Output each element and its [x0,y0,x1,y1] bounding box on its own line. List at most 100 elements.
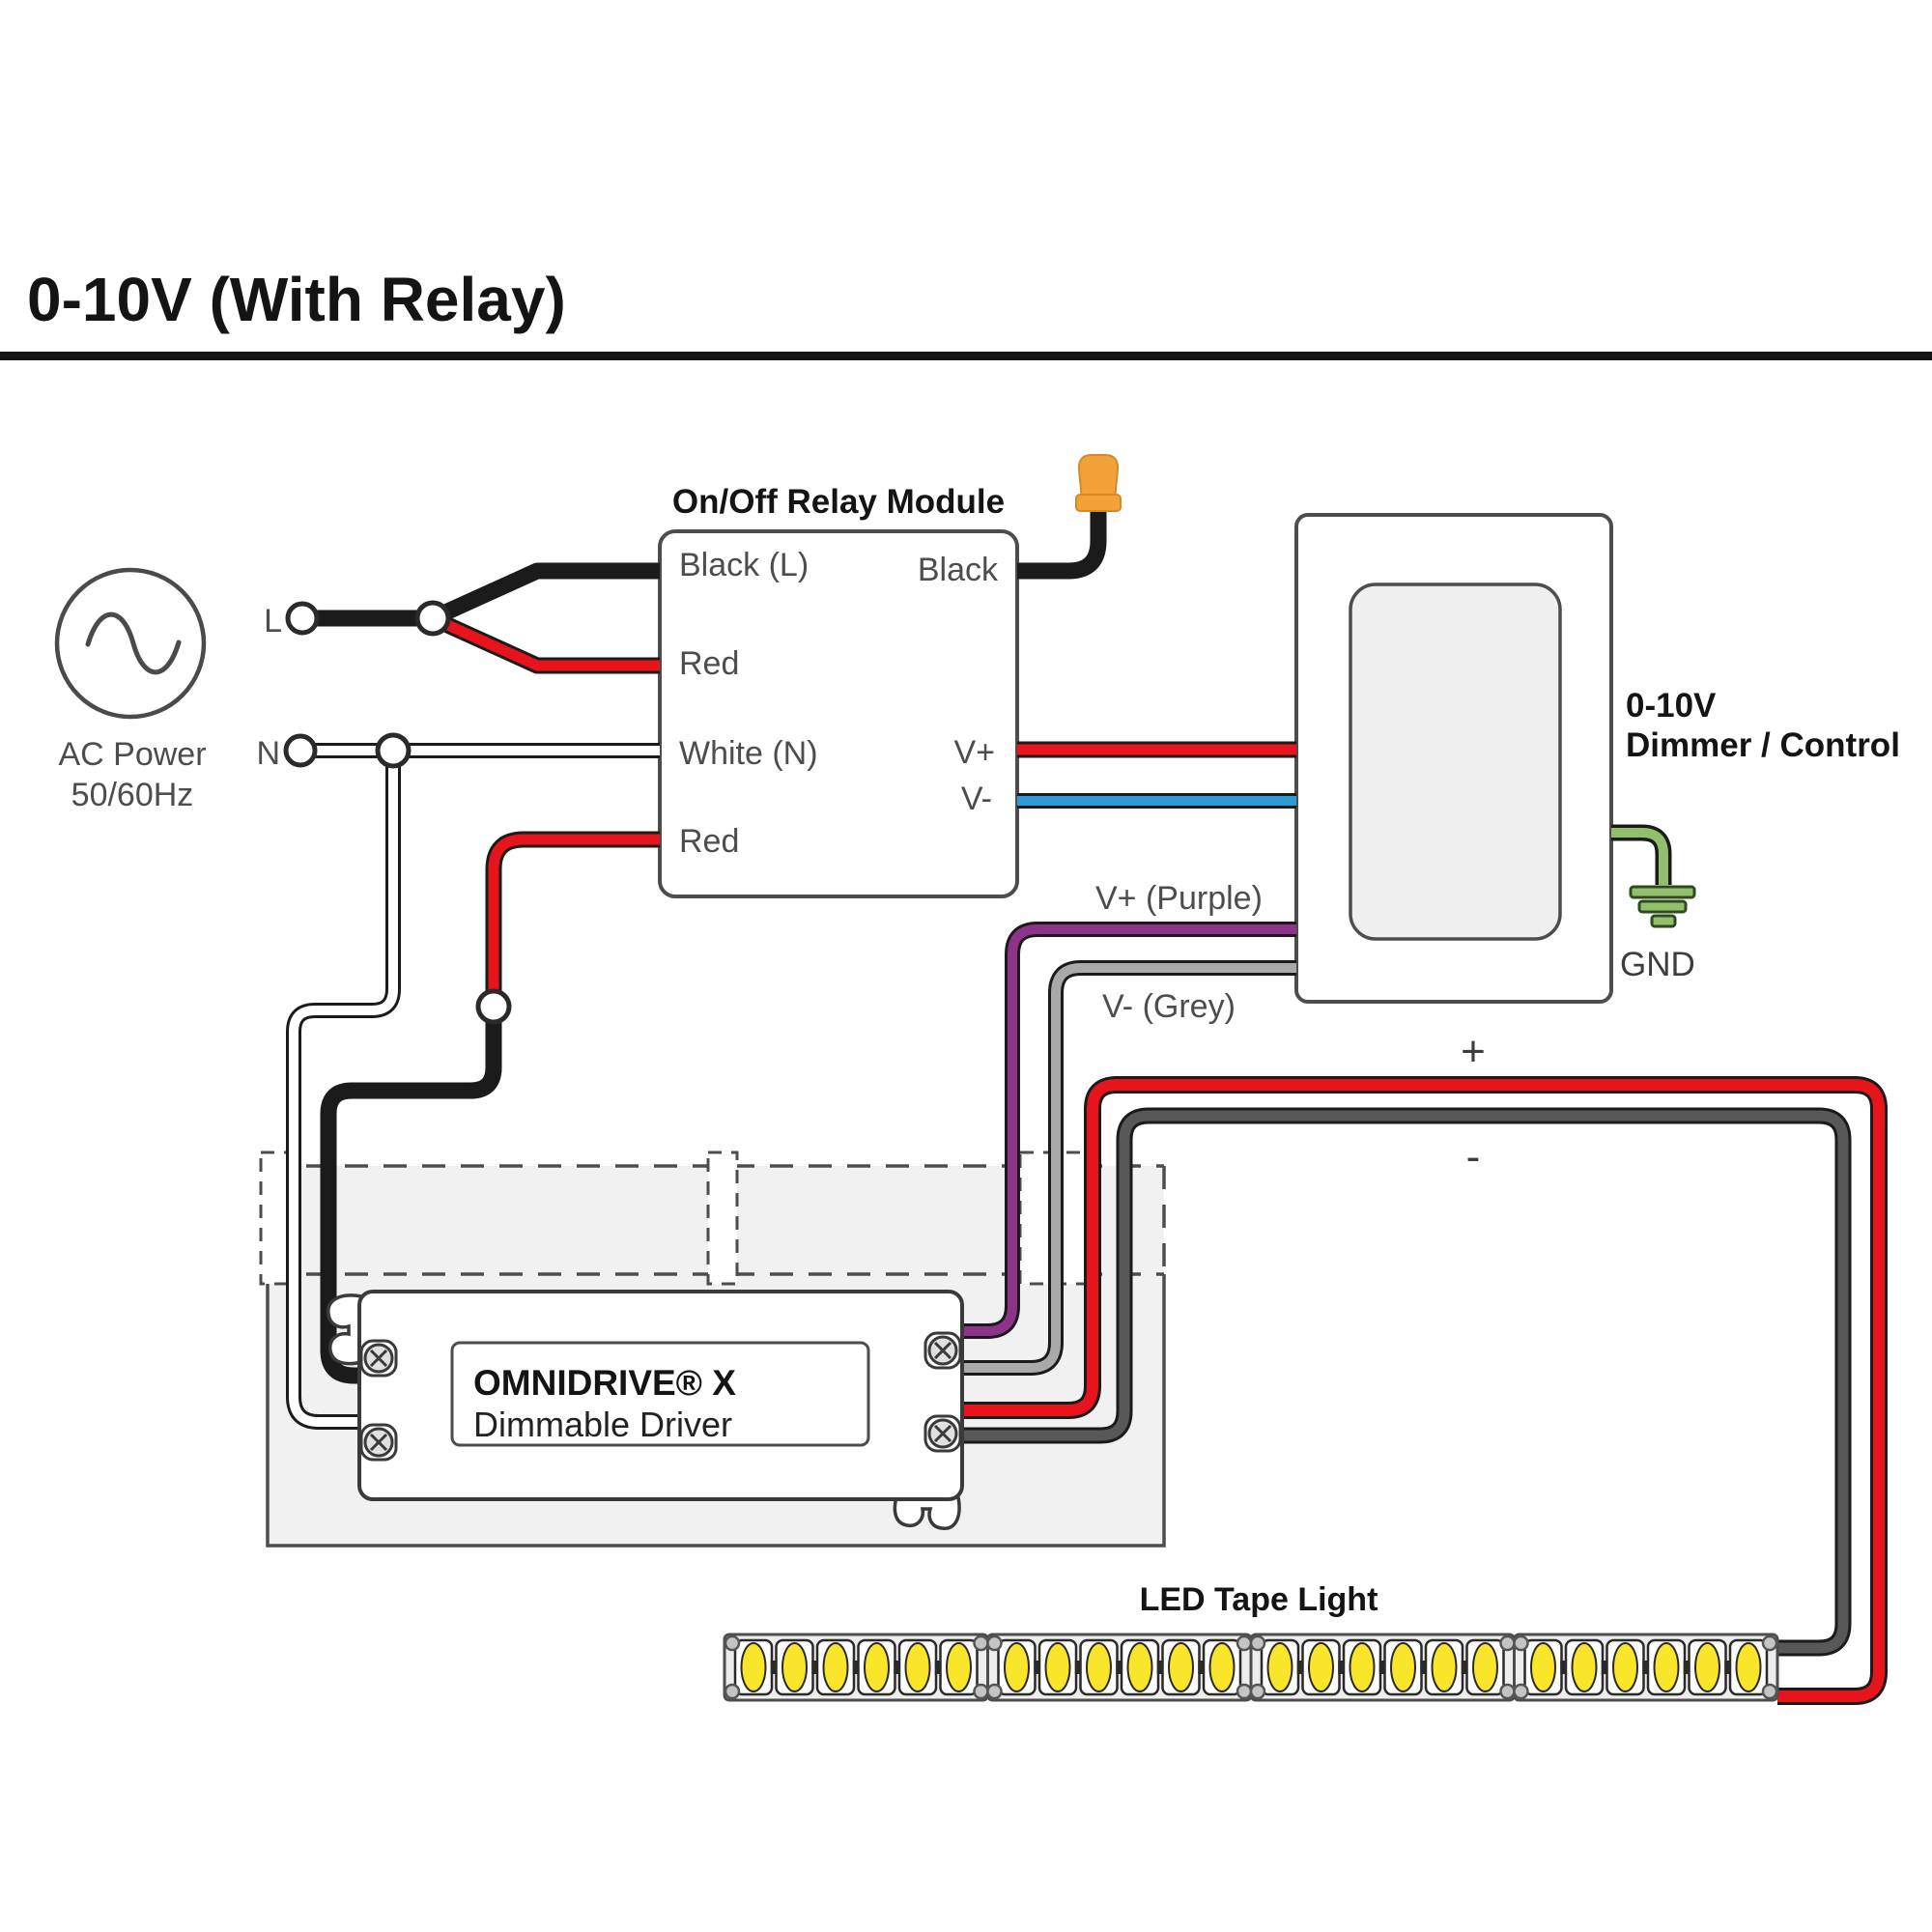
led-contact [1724,1661,1732,1674]
led-emitter-icon [1694,1642,1720,1692]
led-emitter-icon [1612,1642,1638,1692]
relay-label-red-bottom: Red [679,823,739,860]
solder-pad [973,1634,989,1652]
led-emitter-icon [904,1642,931,1692]
solder-pad [1249,1683,1266,1700]
led-contact [1420,1661,1428,1674]
line-terminal [285,601,320,636]
wire-red-branch [430,612,660,671]
wire-black-to-nut [1017,509,1107,580]
led-emitter-icon [1044,1642,1071,1692]
dimmer-control: 0-10V Dimmer / Control GND [1294,513,1900,1004]
solder-pad [986,1634,1003,1652]
relay-label-v-minus: V- [961,781,992,817]
relay-module: On/Off Relay Module Black (L) Black Red … [658,483,1019,898]
title-underline [0,352,1932,360]
wires [286,509,1888,1705]
wire-black-branch [429,562,660,626]
wire-nut-icon [1075,454,1122,512]
led-contact [1156,1661,1164,1674]
ground-bar-3 [1650,914,1677,928]
wire-nut-skirt [1075,494,1122,512]
driver: OMNIDRIVE® X Dimmable Driver [327,1290,964,1530]
splice-dot-switched [475,988,512,1025]
led-contact [1296,1661,1304,1674]
led-emitter-icon [1004,1642,1030,1692]
solder-pad [986,1683,1003,1700]
led-contact [770,1661,778,1674]
ground-wire [1611,828,1668,885]
solder-pad [1236,1634,1253,1652]
led-emitter-icon [781,1642,808,1692]
vplus-purple-label: V+ (Purple) [1095,880,1263,917]
led-emitter-icon [1653,1642,1680,1692]
dimmer-paddle [1349,582,1562,941]
neutral-terminal-label: N [256,735,280,772]
wire-output-positive [958,1079,1885,1702]
led-tape-light [723,1633,1779,1702]
ac-source-icon [54,567,207,720]
driver-type: Dimmable Driver [473,1405,732,1444]
led-contact [1074,1661,1082,1674]
led-emitter-icon [946,1642,972,1692]
screw-cross [369,1433,388,1452]
led-contact [1461,1661,1468,1674]
relay-label-black-l: Black (L) [679,547,809,583]
output-negative-label: - [1466,1133,1481,1180]
relay-label-red-top: Red [679,645,739,682]
led-emitter-icon [1431,1642,1458,1692]
screw-cross [933,1341,952,1360]
ground-bar-1 [1629,885,1696,899]
led-contact [1642,1661,1650,1674]
ac-power-source: AC Power 50/60Hz L N [54,567,282,813]
wire-switched-red [488,834,660,1007]
led-contact [1683,1661,1690,1674]
neutral-terminal [283,733,318,768]
driver-screws [363,1335,958,1458]
screw-cross [933,1424,952,1443]
splice-dot-neutral [375,732,412,769]
led-emitter-icon [1530,1642,1556,1692]
led-emitter-icon [1349,1642,1376,1692]
solder-pad [724,1683,741,1700]
page-title: 0-10V (With Relay) [27,265,566,334]
relay-label-white-n: White (N) [679,735,818,772]
led-strip-title: LED Tape Light [1140,1581,1378,1618]
dimmer-title-line2: Dimmer / Control [1626,726,1900,764]
cable-clamp-middle [706,1151,739,1286]
relay-label-black-out: Black [918,552,999,588]
junction-box-outline [266,1274,1166,1548]
solder-pad [973,1683,989,1700]
wire-red-branch-outline [429,611,660,674]
dimmer-title-line1: 0-10V [1626,687,1717,724]
led-contact [852,1661,860,1674]
led-contact [894,1661,901,1674]
led-emitter-icon [740,1642,767,1692]
led-contact [1034,1661,1041,1674]
led-emitter-icon [1571,1642,1598,1692]
ac-power-label: AC Power [58,736,206,773]
wire-neutral-down [289,762,398,1427]
led-emitter-icon [822,1642,849,1692]
solder-pad [1499,1634,1516,1652]
led-emitter-icon [864,1642,890,1692]
relay-title: On/Off Relay Module [672,483,1005,521]
led-contact [1198,1661,1206,1674]
driver-mount-ear-bottom [893,1495,961,1530]
led-emitter-icon [1472,1642,1498,1692]
vminus-grey-label: V- (Grey) [1102,988,1236,1025]
ac-freq-label: 50/60Hz [71,777,194,813]
led-contact [811,1661,819,1674]
screw-cross [369,1349,388,1368]
solder-pad [1249,1634,1266,1652]
solder-pad [1499,1683,1516,1700]
ground-symbol-icon [1629,885,1696,928]
relay-label-v-plus: V+ [953,734,995,771]
wire-purple [958,924,1296,1336]
led-emitter-icon [1168,1642,1194,1692]
line-terminal-label: L [264,603,282,639]
sine-wave-icon [85,611,182,675]
led-contact [1116,1661,1123,1674]
cable-clamp-left [259,1151,292,1286]
